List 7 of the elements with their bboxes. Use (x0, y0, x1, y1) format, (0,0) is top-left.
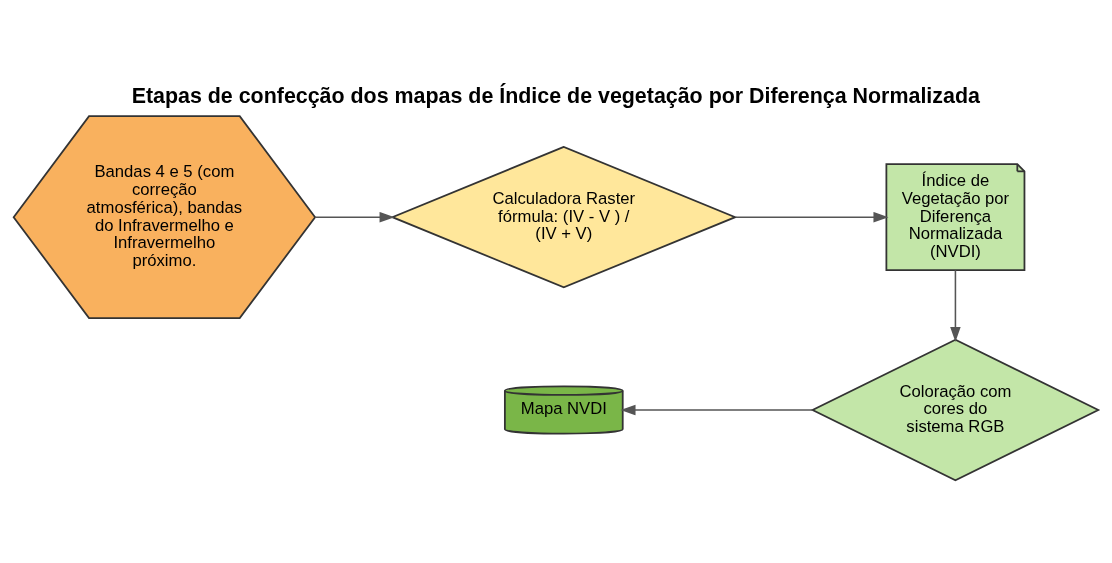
node-diamond: Calculadora Raster fórmula: (IV - V ) / (IV + V) (390, 145, 738, 289)
arrow (620, 404, 814, 416)
arrow (314, 211, 395, 223)
arrow (734, 211, 889, 223)
diagram-title: Etapas de confecção dos mapas de Índice de vegetação por Diferença Normalizada (131, 84, 980, 109)
arrow (950, 269, 961, 342)
node-diamond: Coloração com cores do sistema RGB (810, 338, 1101, 482)
